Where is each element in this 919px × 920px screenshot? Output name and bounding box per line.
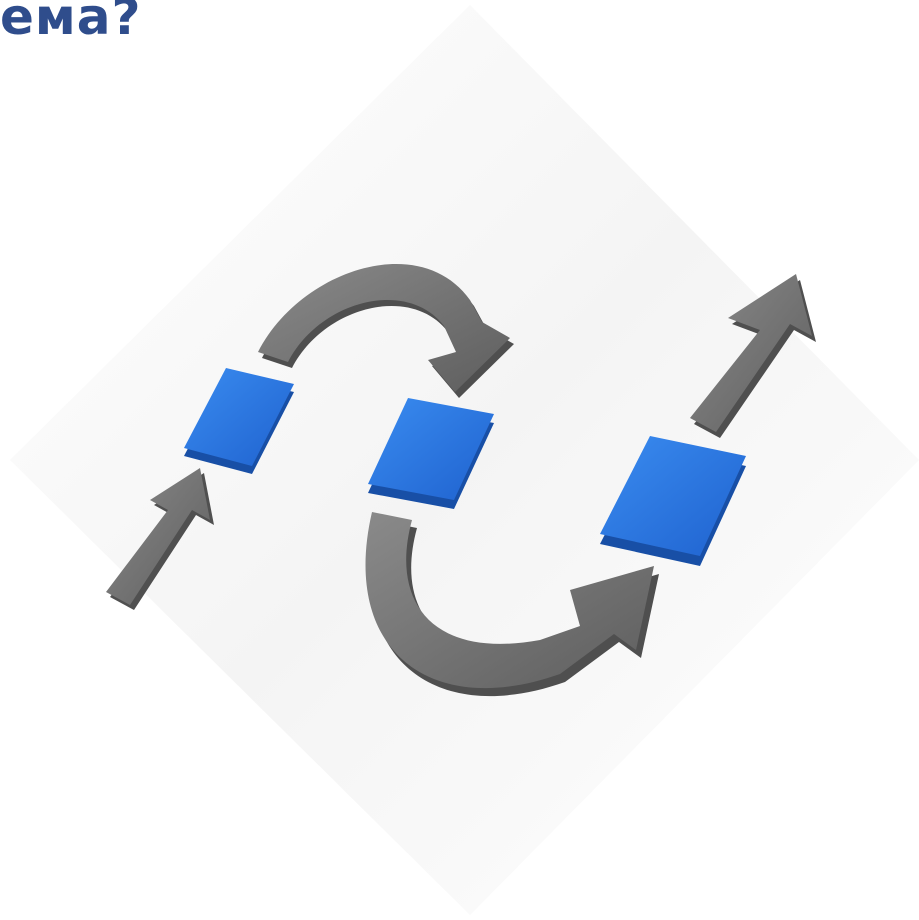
process-diagram xyxy=(0,0,919,920)
process-diagram-canvas xyxy=(0,0,919,920)
